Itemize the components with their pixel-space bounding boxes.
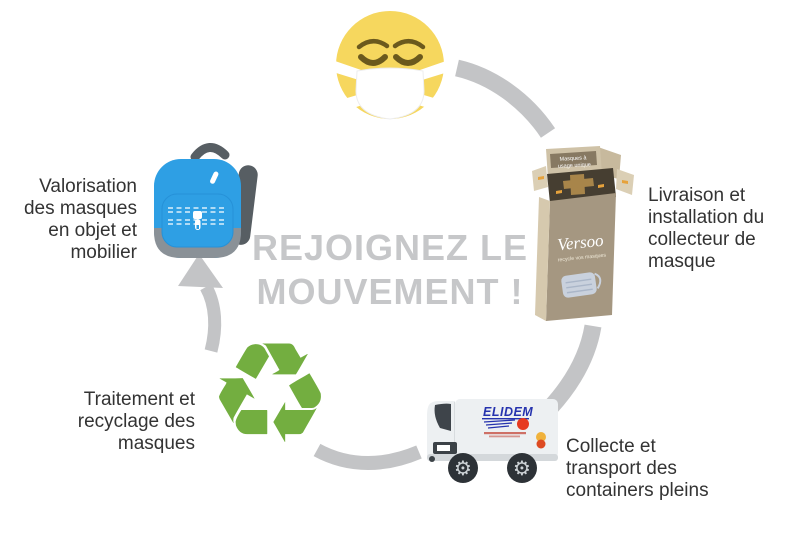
rear-wheel-icon: ⚙ [507, 453, 537, 483]
arc-emoji-to-box-icon [454, 59, 556, 138]
label-collecte: Collecte et transport des containers ple… [566, 436, 709, 502]
recycling-icon: ♻ [207, 313, 333, 476]
label-line: installation du [648, 207, 765, 228]
elidem-logo: ELIDEM [482, 405, 533, 438]
label-line: collecteur de [648, 229, 756, 250]
front-wheel-icon: ⚙ [448, 453, 478, 483]
label-line: Valorisation [39, 176, 137, 197]
arrow-recycle-to-backpack-icon [200, 283, 222, 353]
label-traitement: Traitement et recyclage des masques [78, 389, 195, 455]
gear-hub-icon: ⚙ [454, 456, 472, 480]
delivery-truck-icon: ELIDEM ⚙ ⚙ [427, 399, 558, 483]
flap-label-line1: Masques à [559, 155, 587, 162]
label-valorisation: Valorisation des masques en objet et mob… [24, 176, 137, 264]
backpack-icon [154, 143, 258, 258]
collector-box-icon: Masques à usage unique Versoo recycle vo… [532, 146, 634, 321]
top-zipper-pull-icon [210, 171, 219, 184]
label-line: containers pleins [566, 480, 709, 501]
label-line: en objet et [48, 220, 137, 241]
label-line: mobilier [70, 242, 137, 263]
arc-truck-to-recycle-icon [313, 443, 422, 470]
label-line: Collecte et [566, 436, 656, 457]
title-line-1: REJOIGNEZ LE [251, 227, 529, 268]
gear-hub-icon: ⚙ [513, 456, 531, 480]
versoo-tagline-text: recycle vos masques [557, 252, 606, 263]
versoo-brand-text: Versoo [556, 231, 604, 255]
label-line: recyclage des [77, 411, 195, 432]
zipper-slider-icon [193, 211, 202, 219]
arrowhead-icon [178, 254, 223, 288]
masked-emoji-icon [333, 11, 448, 120]
label-line: Livraison et [648, 185, 746, 206]
label-line: Traitement et [83, 389, 195, 410]
label-line: masques [117, 433, 195, 454]
center-title: REJOIGNEZ LE MOUVEMENT ! [230, 226, 550, 314]
label-line: masque [648, 251, 716, 272]
flap-label-line2: usage unique [558, 162, 591, 170]
title-line-2: MOUVEMENT ! [256, 271, 524, 312]
label-line: des masques [23, 198, 137, 219]
label-livraison: Livraison et installation du collecteur … [648, 185, 764, 273]
elidem-brand-text: ELIDEM [483, 405, 533, 419]
label-line: transport des [566, 458, 677, 479]
mask-illustration-icon [561, 272, 602, 298]
